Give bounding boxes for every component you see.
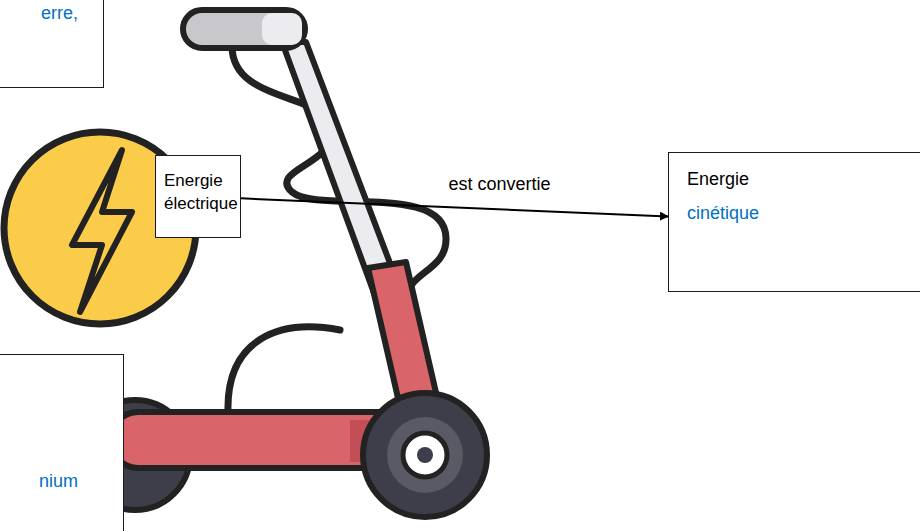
hub-center xyxy=(417,447,433,463)
edge-label: est convertie xyxy=(448,174,550,195)
lightning-bolt xyxy=(72,150,132,312)
box-heading: nium xyxy=(39,469,123,493)
handlebar-joint xyxy=(262,13,302,45)
text-box: Energie cinétique xyxy=(668,152,920,292)
support-bar xyxy=(228,327,340,412)
wheel-rim xyxy=(387,417,463,493)
text-box: Energie électrique xyxy=(155,155,241,238)
arrow-connector xyxy=(241,198,668,216)
front-wheel xyxy=(363,393,487,517)
wheel-hub xyxy=(403,433,447,477)
box-body: cinétique xyxy=(687,201,909,225)
handlebar-grip xyxy=(183,10,305,48)
text-box: erre, xyxy=(0,0,104,88)
box-heading: Energie xyxy=(687,167,909,191)
box-heading: erre, xyxy=(41,1,103,25)
text-box: nium xyxy=(0,354,124,531)
box-heading: Energie électrique xyxy=(164,170,234,216)
